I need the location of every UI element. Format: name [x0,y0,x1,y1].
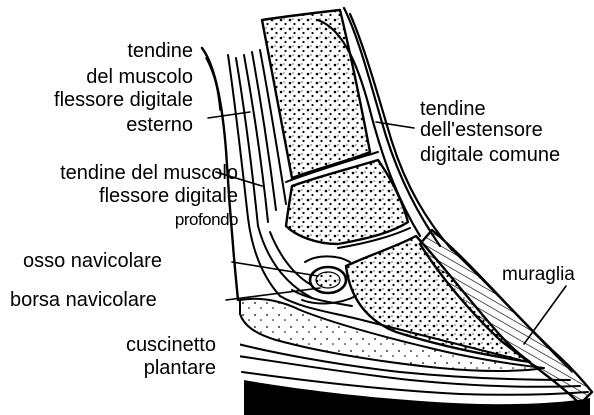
label-line: profondo [60,208,238,231]
label-line: tendine [420,98,560,121]
label-line: digitale comune [420,144,560,167]
hoof-sole-solid [244,380,590,415]
label-line: plantare [126,357,216,380]
label-common-extensor-tendon: tendine dell'estensore digitale comune [420,98,560,167]
label-line: flessore digitale [54,89,193,112]
label-digital-cushion: cuscinetto plantare [126,334,216,380]
label-line: flessore digitale [60,185,238,208]
label-line: cuscinetto [126,334,216,357]
label-superficial-flexor-tendon: tendine del muscolo flessore digitale es… [54,40,193,137]
label-line: tendine del muscolo [60,162,238,185]
label-line: esterno [54,114,193,137]
label-line: tendine [54,40,193,63]
label-line: del muscolo [54,66,193,89]
label-hoof-wall: muraglia [502,263,575,286]
label-navicular-bone: osso navicolare [23,250,162,273]
label-line: dell'estensore [420,119,560,142]
label-navicular-bursa: borsa navicolare [10,289,157,312]
label-deep-flexor-tendon: tendine del muscolo flessore digitale pr… [60,162,238,231]
